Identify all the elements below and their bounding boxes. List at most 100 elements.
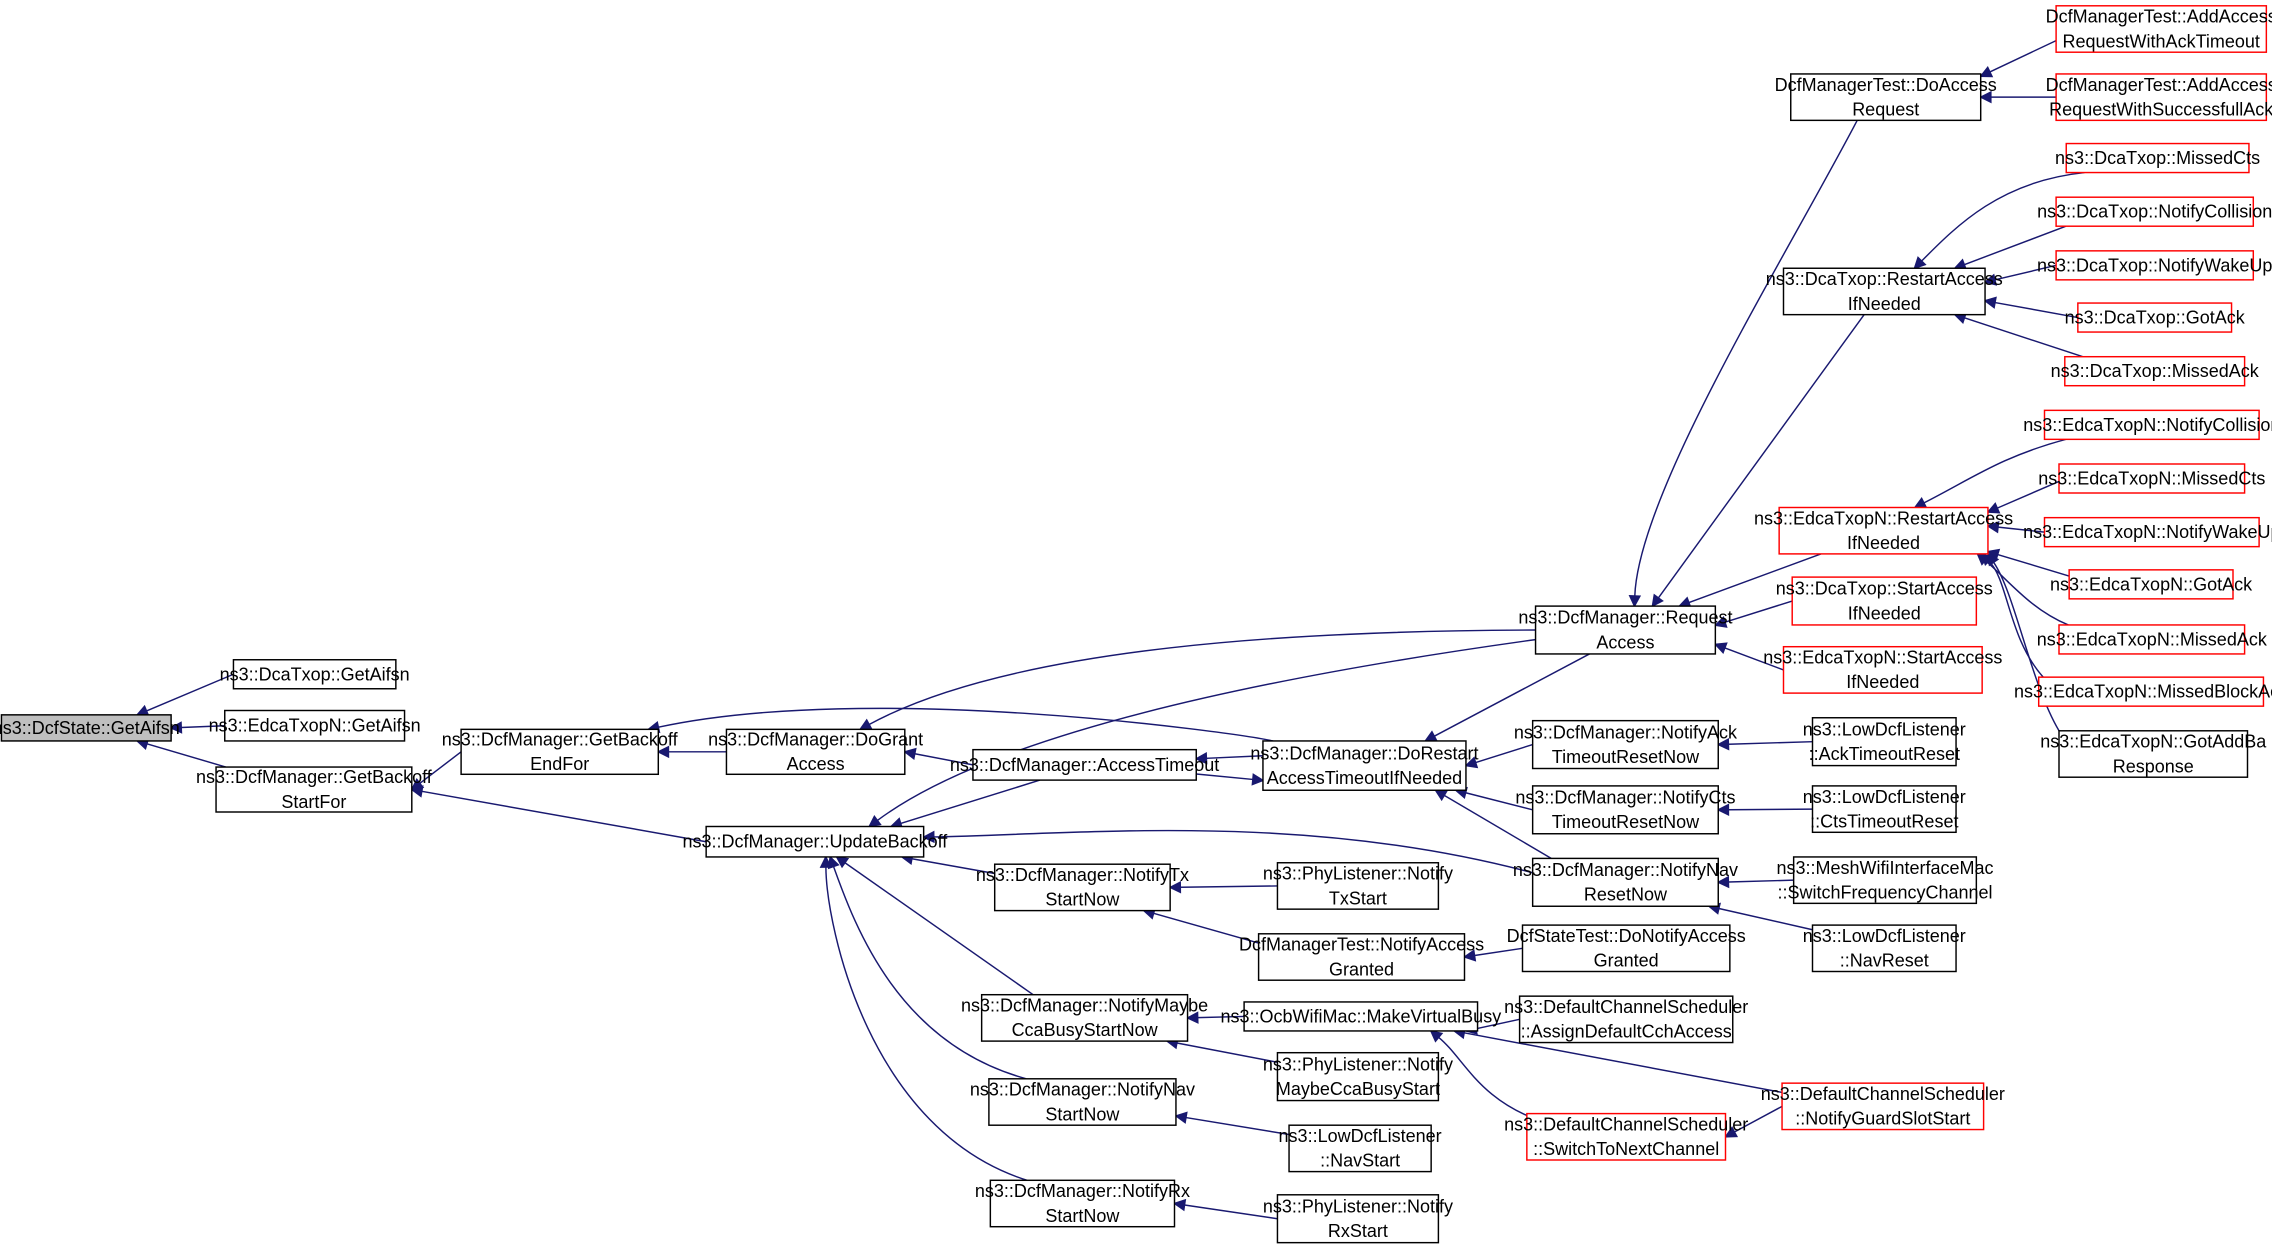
graph-node-sched-guard[interactable]: ns3::DefaultChannelScheduler::NotifyGuar… xyxy=(1761,1082,2005,1131)
node-label-line: IfNeeded xyxy=(1846,672,1919,692)
edges-layer xyxy=(135,39,2085,1220)
graph-node-edca-gotack[interactable]: ns3::EdcaTxopN::GotAck xyxy=(2050,569,2253,600)
graph-node-notifymaybe[interactable]: ns3::DcfManager::NotifyMaybeCcaBusyStart… xyxy=(961,993,1208,1042)
node-box xyxy=(215,766,413,813)
graph-node-lowdcf-cts[interactable]: ns3::LowDcfListener::CtsTimeoutReset xyxy=(1803,785,1966,834)
graph-node-edca-missedack[interactable]: ns3::EdcaTxopN::MissedAck xyxy=(2037,624,2268,655)
edge-line xyxy=(1634,120,1858,596)
node-label-line: ns3::DefaultChannelScheduler xyxy=(1504,997,1748,1017)
graph-node-lowdcf-navreset[interactable]: ns3::LowDcfListener::NavReset xyxy=(1803,924,1966,973)
graph-node-edca-getaifsn[interactable]: ns3::EdcaTxopN::GetAifsn xyxy=(209,709,421,742)
edge-line xyxy=(1475,743,1533,764)
graph-node-notifyack[interactable]: ns3::DcfManager::NotifyAckTimeoutResetNo… xyxy=(1514,719,1738,770)
edge-phy_txstart-to-notifytx xyxy=(1168,881,1278,894)
graph-node-ocb-makevirtualbusy[interactable]: ns3::OcbWifiMac::MakeVirtualBusy xyxy=(1220,1001,1501,1032)
node-label-line: ns3::MeshWifiInterfaceMac xyxy=(1776,858,1993,878)
graph-node-sched-switch[interactable]: ns3::DefaultChannelScheduler::SwitchToNe… xyxy=(1504,1112,1748,1161)
graph-node-dca-missedcts[interactable]: ns3::DcaTxop::MissedCts xyxy=(2055,142,2260,174)
node-box xyxy=(1526,1112,1727,1161)
graph-node-mesh-switch[interactable]: ns3::MeshWifiInterfaceMac::SwitchFrequen… xyxy=(1776,856,1994,905)
edge-line xyxy=(1724,647,1784,671)
edge-arrowhead xyxy=(1429,1029,1444,1043)
edge-arrowhead xyxy=(1464,756,1479,769)
node-box xyxy=(2058,730,2249,778)
graph-node-dca-getaifsn[interactable]: ns3::DcaTxop::GetAifsn xyxy=(220,659,410,690)
node-label-line: DcfManagerTest::NotifyAccess xyxy=(1239,935,1484,955)
graph-node-dca-notifycollision[interactable]: ns3::DcaTxop::NotifyCollision xyxy=(2037,196,2272,227)
edge-dca_missedack-to-dca_restart xyxy=(1953,312,2084,358)
node-label-line: RxStart xyxy=(1328,1221,1388,1241)
edge-line xyxy=(1921,171,2085,262)
edge-arrowhead xyxy=(1987,552,2000,567)
edge-arrowhead xyxy=(1713,616,1728,628)
edge-edca_startaccess-to-requestaccess xyxy=(1713,642,1784,671)
edge-accesstimeout-to-dograntaccess xyxy=(903,747,974,766)
edge-arrowhead xyxy=(835,856,850,869)
edge-edca_missedcts-to-edca_restart xyxy=(1986,480,2060,514)
edge-arrowhead xyxy=(1983,296,1997,309)
graph-node-root[interactable]: ns3::DcfState::GetAifsn xyxy=(0,714,180,742)
graph-node-accesstimeout[interactable]: ns3::DcfManager::AccessTimeout xyxy=(950,748,1219,781)
edge-dcfmgrtest_doaccess-to-requestaccess xyxy=(1628,120,1858,608)
graph-node-dca-gotack[interactable]: ns3::DcaTxop::GotAck xyxy=(2065,302,2246,333)
node-label-line: DcfStateTest::DoNotifyAccess xyxy=(1507,926,1746,946)
graph-node-edca-notifycollision[interactable]: ns3::EdcaTxopN::NotifyCollision xyxy=(2023,409,2272,441)
node-box xyxy=(2043,516,2260,548)
node-label-line: ::CtsTimeoutReset xyxy=(1810,811,1958,831)
node-box xyxy=(705,825,925,858)
graph-node-dcfmgrtest-succ[interactable]: DcfManagerTest::AddAccessRequestWithSucc… xyxy=(2046,73,2272,122)
graph-node-notifycts[interactable]: ns3::DcfManager::NotifyCtsTimeoutResetNo… xyxy=(1515,785,1735,835)
graph-node-edca-notifywakeup[interactable]: ns3::EdcaTxopN::NotifyWakeUp xyxy=(2023,516,2272,548)
node-box xyxy=(1791,576,1978,626)
graph-node-dca-missedack[interactable]: ns3::DcaTxop::MissedAck xyxy=(2051,355,2260,387)
edge-arrowhead xyxy=(819,855,833,868)
node-label-line: ns3::PhyListener::Notify xyxy=(1263,1196,1453,1216)
node-label-line: ns3::DcfState::GetAifsn xyxy=(0,718,180,738)
node-box xyxy=(989,1179,1176,1228)
edge-line xyxy=(1984,559,2069,626)
edge-notifyrx-to-updatebackoff xyxy=(819,855,1028,1181)
node-label-line: AccessTimeoutIfNeeded xyxy=(1267,768,1462,788)
graph-node-sched-assign[interactable]: ns3::DefaultChannelScheduler::AssignDefa… xyxy=(1504,995,1748,1044)
graph-node-edca-missedblockack[interactable]: ns3::EdcaTxopN::MissedBlockAck xyxy=(2014,676,2272,707)
node-label-line: ns3::DcfManager::NotifyNav xyxy=(1513,860,1738,880)
graph-node-lowdcf-ack[interactable]: ns3::LowDcfListener::AckTimeoutReset xyxy=(1803,717,1966,767)
node-box xyxy=(988,1078,1177,1126)
graph-node-dcfmgrtest-ackto[interactable]: DcfManagerTest::AddAccessRequestWithAckT… xyxy=(2046,5,2272,53)
node-label-line: ns3::EdcaTxopN::NotifyCollision xyxy=(2023,415,2272,435)
graph-node-dorestart[interactable]: ns3::DcfManager::DoRestartAccessTimeoutI… xyxy=(1250,740,1478,791)
edge-arrowhead xyxy=(1251,773,1265,786)
node-box xyxy=(1781,1082,1985,1131)
graph-node-updatebackoff[interactable]: ns3::DcfManager::UpdateBackoff xyxy=(682,825,948,858)
node-box xyxy=(2058,624,2246,655)
graph-node-dca-notifywakeup[interactable]: ns3::DcaTxop::NotifyWakeUp xyxy=(2037,250,2272,281)
node-label-line: ns3::LowDcfListener xyxy=(1279,1126,1442,1146)
edge-notifymaybe-to-updatebackoff xyxy=(835,856,1034,996)
node-box xyxy=(2055,196,2255,227)
edge-line xyxy=(911,858,995,875)
edge-line xyxy=(876,638,1536,822)
node-box xyxy=(0,714,172,742)
edge-arrowhead xyxy=(1913,497,1928,509)
graph-node-lowdcf-navstart[interactable]: ns3::LowDcfListener::NavStart xyxy=(1279,1124,1442,1173)
graph-node-phy-maybecca[interactable]: ns3::PhyListener::NotifyMaybeCcaBusyStar… xyxy=(1263,1051,1453,1102)
graph-node-edca-missedcts[interactable]: ns3::EdcaTxopN::MissedCts xyxy=(2038,463,2265,494)
